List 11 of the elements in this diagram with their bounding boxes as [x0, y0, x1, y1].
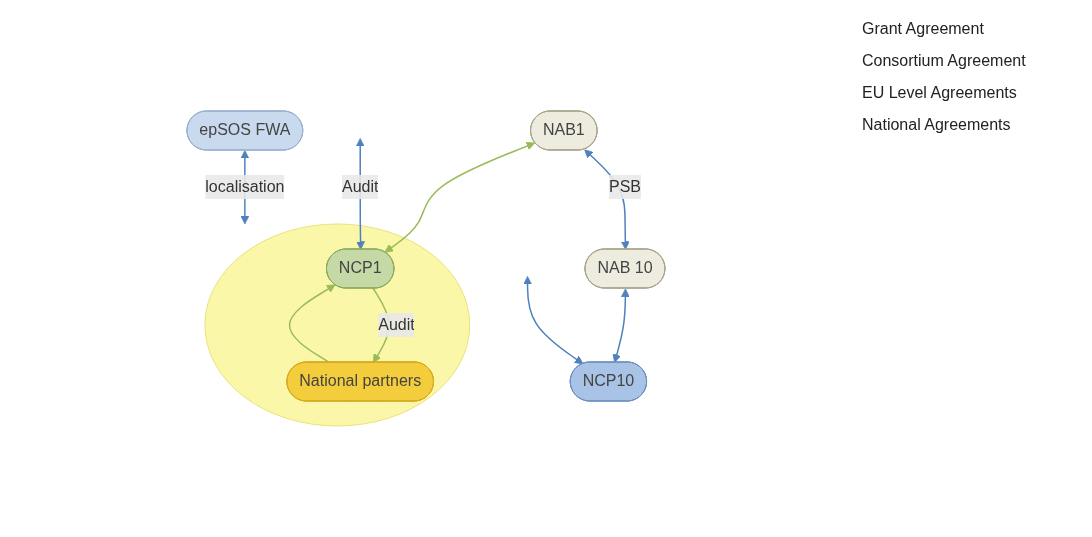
arrow — [612, 288, 630, 363]
edge-label: PSB — [609, 178, 642, 195]
note-text: National Agreements — [862, 116, 1012, 134]
edge-label: Audit — [378, 315, 415, 333]
edge-label: localisation — [205, 178, 285, 195]
arrow — [384, 141, 536, 253]
note-text: Consortium Agreement — [862, 52, 1027, 70]
arrow — [523, 276, 584, 365]
note-text: EU Level Agreements — [862, 84, 1018, 102]
edge-label: Audit — [342, 178, 379, 195]
note-text: Grant Agreement — [862, 20, 985, 38]
